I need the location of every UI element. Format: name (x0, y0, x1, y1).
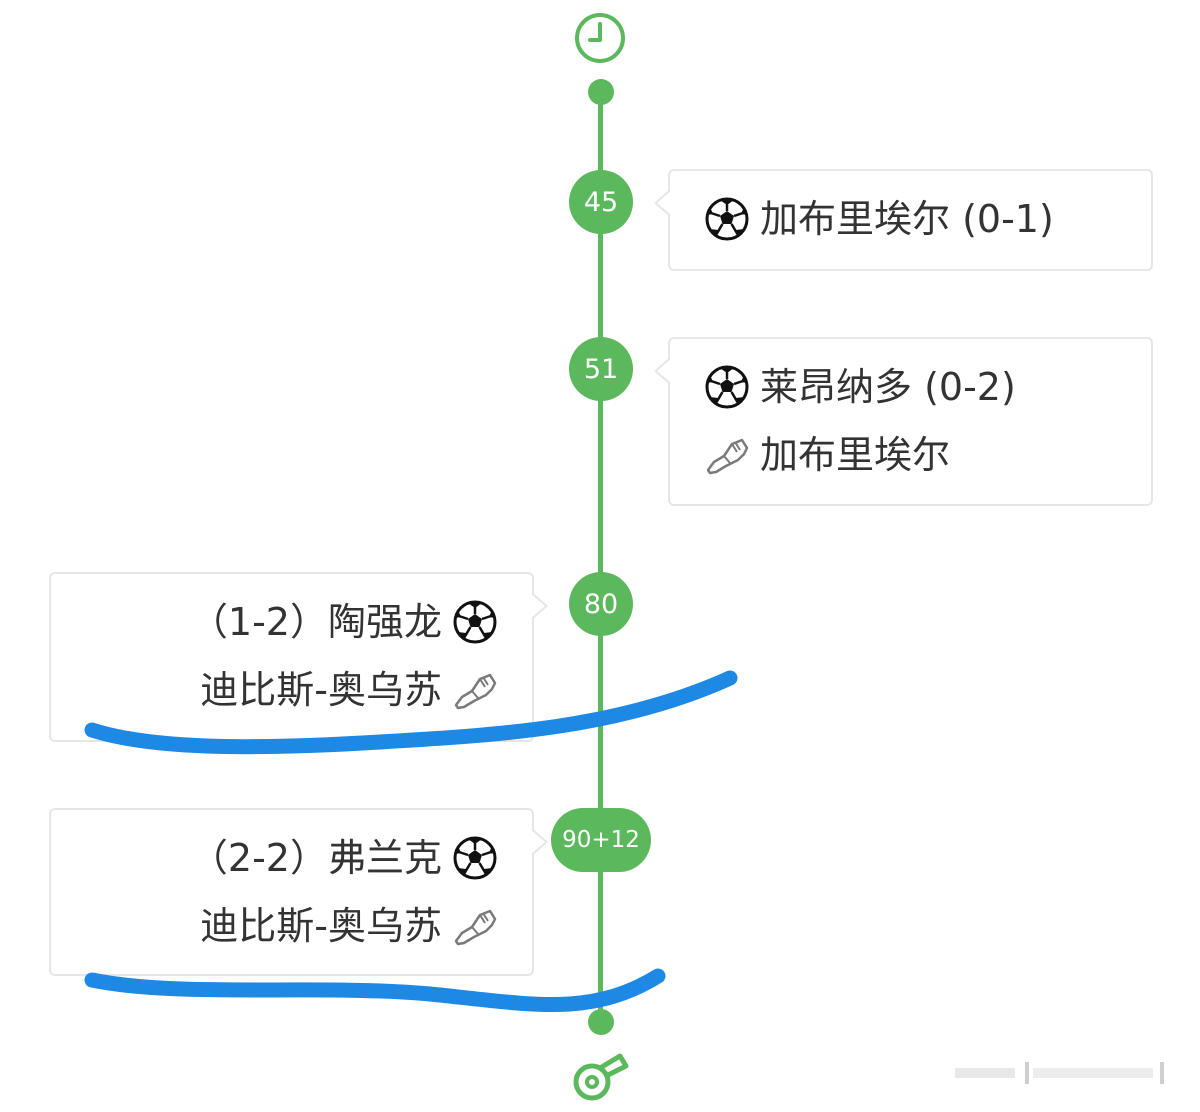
assist-player-text: 迪比斯-奥乌苏 (200, 668, 442, 712)
boot-icon (706, 438, 749, 475)
event-card-51[interactable]: 莱昂纳多 (0-2) 加布里埃尔 (654, 337, 1153, 506)
whistle-icon (573, 1053, 629, 1101)
goal-scorer-text: 莱昂纳多 (0-2) (760, 365, 1016, 409)
assist-player-text: 加布里埃尔 (760, 433, 951, 477)
assist-row: 加布里埃尔 (704, 431, 950, 479)
minute-marker-45: 45 (569, 170, 633, 234)
minute-marker-51: 51 (569, 337, 633, 401)
goal-scorer-text: （1-2）陶强龙 (189, 600, 442, 644)
assist-player-text: 迪比斯-奥乌苏 (200, 904, 442, 948)
soccer-ball-icon (705, 197, 749, 241)
goal-row: 加布里埃尔 (0-1) (704, 195, 1054, 243)
goal-row: （1-2）陶强龙 (190, 598, 498, 646)
underline-stroke (84, 968, 666, 1012)
soccer-ball-icon (705, 365, 749, 409)
boot-icon (454, 673, 497, 710)
minute-marker-80: 80 (569, 572, 633, 636)
boot-icon (454, 909, 497, 946)
assist-row: 迪比斯-奥乌苏 (200, 666, 498, 714)
goal-scorer-text: （2-2）弗兰克 (189, 836, 442, 880)
soccer-ball-icon (453, 600, 497, 644)
timeline-start-dot (588, 79, 614, 105)
goal-row: 莱昂纳多 (0-2) (704, 363, 1016, 411)
timeline-line (598, 92, 603, 1022)
event-card-90-12[interactable]: （2-2）弗兰克 迪比斯-奥乌苏 (49, 808, 548, 976)
soccer-ball-icon (453, 836, 497, 880)
event-card-80[interactable]: （1-2）陶强龙 迪比斯-奥乌苏 (49, 572, 548, 742)
goal-scorer-text: 加布里埃尔 (0-1) (760, 197, 1054, 241)
timeline-end-dot (588, 1009, 614, 1035)
goal-row: （2-2）弗兰克 (190, 834, 498, 882)
clock-icon (575, 13, 625, 63)
watermark (955, 1062, 1164, 1084)
assist-row: 迪比斯-奥乌苏 (200, 902, 498, 950)
event-card-45[interactable]: 加布里埃尔 (0-1) (654, 169, 1153, 271)
minute-marker-90-12: 90+12 (551, 808, 651, 872)
